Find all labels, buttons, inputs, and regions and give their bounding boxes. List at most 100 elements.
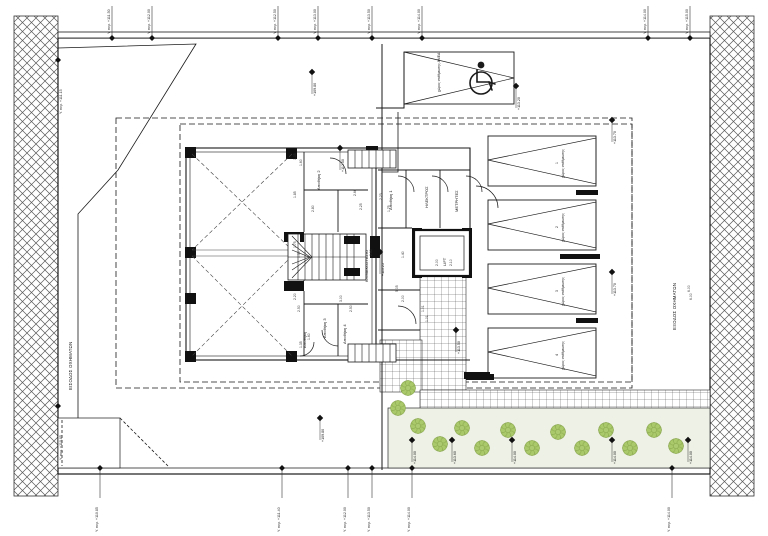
parking-space-4: χώρος στάθμευσης 4 xyxy=(487,327,597,379)
parking-space-4-label: χώρος στάθμευσης xyxy=(561,341,565,370)
elevation-label-top: Υ. περ. +113.00 xyxy=(313,9,317,34)
spot-level: +113.50 xyxy=(452,326,461,354)
parking-space-3: χώρος στάθμευσης 3 xyxy=(487,263,597,315)
elevation-label-bottom: Υ. περ. +114.00 xyxy=(667,507,671,532)
elevation-label-top: Υ. περ. +113.50 xyxy=(367,9,371,34)
dimension-label: 3.00 xyxy=(339,295,343,302)
elevation-label-top: Υ. περ. +112.00 xyxy=(147,9,151,34)
room-label-apothiki: Αποθήκη xyxy=(302,332,307,348)
dimension-label: 2.50 xyxy=(297,305,301,312)
spot-levels: +109.80+113.20+113.70+113.70+112.50+113.… xyxy=(308,68,693,464)
tree-symbols xyxy=(390,380,684,456)
room-label-apothiki-4: Αποθήκη 4 xyxy=(342,324,347,344)
parking-space-2-label: χώρος στάθμευσης xyxy=(561,213,565,242)
elevation-markers: Υ. περ. +111.50 Υ. περ. +112.00 Υ. περ. +1… xyxy=(55,6,693,532)
dimension-label: 2.90 xyxy=(369,249,373,256)
accessible-parking-bay: χώρος στάθμευσης ΑΜΕΑ xyxy=(403,51,515,105)
elevation-node xyxy=(369,465,375,471)
accessible-parking-label: χώρος στάθμευσης ΑΜΕΑ xyxy=(437,52,441,92)
elevation-node xyxy=(109,35,115,41)
elevation-node xyxy=(275,35,281,41)
dimension-label: 1.50 xyxy=(297,251,301,258)
elevation-node xyxy=(97,465,103,471)
spot-level: +113.25 xyxy=(376,248,385,276)
dimension-label: 2.00 xyxy=(401,295,405,302)
elevation-node xyxy=(279,465,285,471)
elevation-node xyxy=(55,57,61,63)
parking-space-4-number: 4 xyxy=(555,354,559,356)
dimension-label: 1.01 xyxy=(425,315,429,322)
dimension-label: 2.80 xyxy=(311,205,315,212)
tree-symbol xyxy=(390,400,406,416)
elevation-label-bottom: Υ. περ. +110.85 xyxy=(95,507,99,532)
elevation-label-left: Υ. περ. +110.85 xyxy=(59,435,63,460)
elevation-node xyxy=(345,465,351,471)
tree-symbol xyxy=(432,436,448,452)
spot-level-label: +113.50 xyxy=(457,341,461,354)
spot-level: +114.00 xyxy=(608,436,617,464)
wheelchair-icon xyxy=(469,61,496,95)
elevation-label-left: Υ. περ. +111.15 xyxy=(59,89,63,114)
room-labels: Αποθήκη 2 Αποθήκη 1 ΗΛΕΚΤΡΟΣ ΜΕΤΡΗΤΕΣ ΚΛ… xyxy=(302,170,459,348)
room-label-klimakostasio: ΚΛΙΜΑΚΟΣΤΑΣΙΟ xyxy=(364,250,369,282)
tree-symbol xyxy=(598,422,614,438)
tree-symbol xyxy=(646,422,662,438)
dimension-label: 1.01 xyxy=(421,305,425,312)
elevation-node xyxy=(55,403,61,409)
elevation-node xyxy=(315,35,321,41)
spot-level-label: +114.00 xyxy=(513,451,517,464)
exit-width-dim: 6.00 xyxy=(689,293,693,300)
elevation-label-top: Υ. περ. +111.50 xyxy=(107,9,111,34)
lift-depth-dim: 2.10 xyxy=(449,259,453,266)
elevation-label-top: Υ. περ. +114.00 xyxy=(417,9,421,34)
spot-level-label: +109.80 xyxy=(321,429,325,442)
tree-symbol xyxy=(668,438,684,454)
spot-level-label: +113.70 xyxy=(613,131,617,144)
dimension-label: 2.23 xyxy=(379,193,383,200)
room-label-apothiki-3: Αποθήκη 3 xyxy=(322,318,327,338)
spot-level-label: +113.20 xyxy=(517,97,521,110)
ramp-hatched xyxy=(300,232,360,276)
spot-level: +109.80 xyxy=(308,68,317,96)
elevation-label-bottom: Υ. περ. +112.00 xyxy=(343,507,347,532)
dimension-label: 1.35 xyxy=(299,341,303,348)
landscape-area xyxy=(387,380,711,469)
vehicle-entrance-driveway xyxy=(57,43,197,470)
dimension-label: 1.85 xyxy=(293,191,297,198)
tree-symbol xyxy=(524,440,540,456)
elevation-node xyxy=(369,35,375,41)
tree-symbol xyxy=(474,440,490,456)
tree-symbol xyxy=(500,422,516,438)
lift-width-dim: 2.00 xyxy=(435,259,439,266)
parking-space-2: χώρος στάθμευσης 2 xyxy=(487,199,597,251)
elevation-label-top: Υ. περ. +115.00 xyxy=(685,9,689,34)
spot-level: +113.70 xyxy=(608,116,617,144)
elevation-node xyxy=(669,465,675,471)
elevation-node xyxy=(409,465,415,471)
elevation-label-top: Υ. περ. +112.50 xyxy=(273,9,277,34)
parking-space-1: χώρος στάθμευσης 1 xyxy=(487,135,597,187)
lift-shaft: LIFT 2.00 2.10 xyxy=(412,228,472,278)
elevation-node xyxy=(149,35,155,41)
elevation-label-top: Υ. περ. +114.00 xyxy=(643,9,647,34)
spot-level: +114.00 xyxy=(684,436,693,464)
room-label-apothiki-2: Αποθήκη 2 xyxy=(316,170,321,190)
tree-symbol xyxy=(410,418,426,434)
parking-space-1-label: χώρος στάθμευσης xyxy=(561,149,565,178)
dimension-label: 1.60 xyxy=(307,333,311,340)
dimension-label: 2.20 xyxy=(293,293,297,300)
entry-steps xyxy=(347,149,397,363)
dimension-label: 1.60 xyxy=(299,159,303,166)
parking-space-3-label: χώρος στάθμευσης xyxy=(561,277,565,306)
dimension-label: 2.25 xyxy=(359,203,363,210)
dimension-label: 2.50 xyxy=(349,305,353,312)
room-label-apothiki-1: Αποθήκη 1 xyxy=(388,190,393,210)
room-label-ilektros: ΗΛΕΚΤΡΟΣ xyxy=(424,186,429,208)
spot-level-label: +113.25 xyxy=(381,263,385,276)
dimension-label: 1.40 xyxy=(401,251,405,258)
door-swings xyxy=(299,157,499,357)
elevation-label-bottom: Υ. περ. +111.40 xyxy=(277,507,281,532)
spot-level: +113.20 xyxy=(512,82,521,110)
